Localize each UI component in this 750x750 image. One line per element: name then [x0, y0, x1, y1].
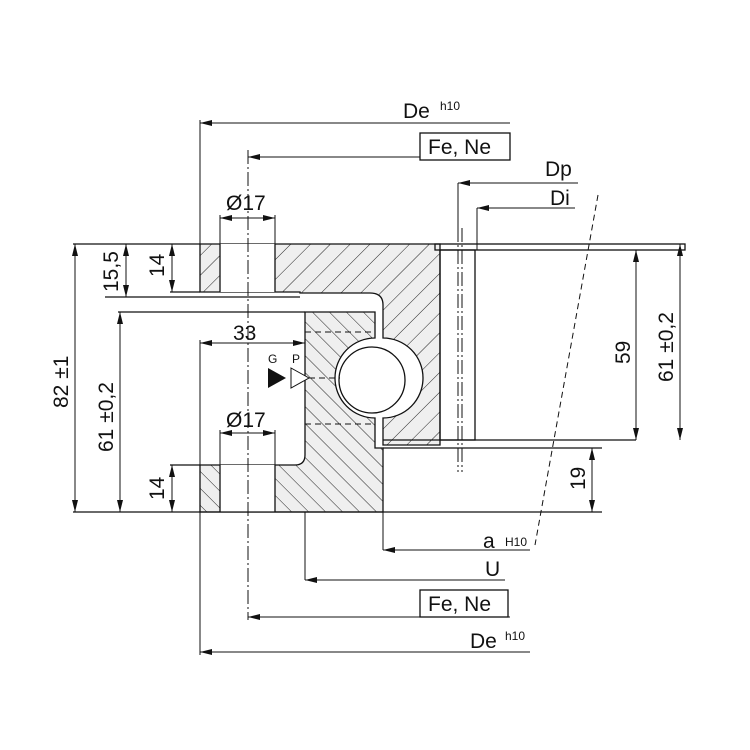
dp-label: Dp	[545, 158, 572, 181]
a-tolerance: H10	[505, 535, 527, 549]
fe-ne-top-box	[419, 132, 511, 161]
ball	[338, 346, 406, 414]
fe-ne-top-label: Fe, Ne	[428, 136, 491, 159]
fe-ne-bottom-box	[419, 589, 509, 618]
de-bottom-label: De	[470, 630, 497, 653]
dim-14-bottom-label: 14	[146, 476, 169, 500]
u-label: U	[485, 558, 500, 581]
dim-59-label: 59	[612, 341, 635, 364]
p-label: P	[292, 352, 300, 366]
dim-61-right-label: 61 ±0,2	[655, 312, 678, 382]
fe-ne-bottom-label: Fe, Ne	[428, 593, 491, 616]
retainer	[383, 228, 686, 472]
bore-top-label: Ø17	[226, 192, 266, 215]
di-label: Di	[550, 187, 570, 210]
dim-82-label: 82 ±1	[50, 356, 73, 408]
de-bottom-tolerance: h10	[505, 629, 525, 643]
bore-bottom-label: Ø17	[226, 409, 266, 432]
dim-14-top-label: 14	[146, 253, 169, 277]
g-triangle-icon	[268, 368, 286, 388]
a-label: a	[483, 530, 495, 553]
g-label: G	[268, 352, 277, 366]
de-top-label: De	[403, 100, 430, 123]
dim-33-label: 33	[233, 322, 256, 345]
dim-61-left-label: 61 ±0,2	[95, 382, 118, 452]
p-triangle-icon	[290, 367, 311, 389]
dim-19-label: 19	[567, 467, 590, 490]
de-top-tolerance: h10	[440, 99, 460, 113]
dim-15-5-label: 15,5	[100, 251, 123, 292]
